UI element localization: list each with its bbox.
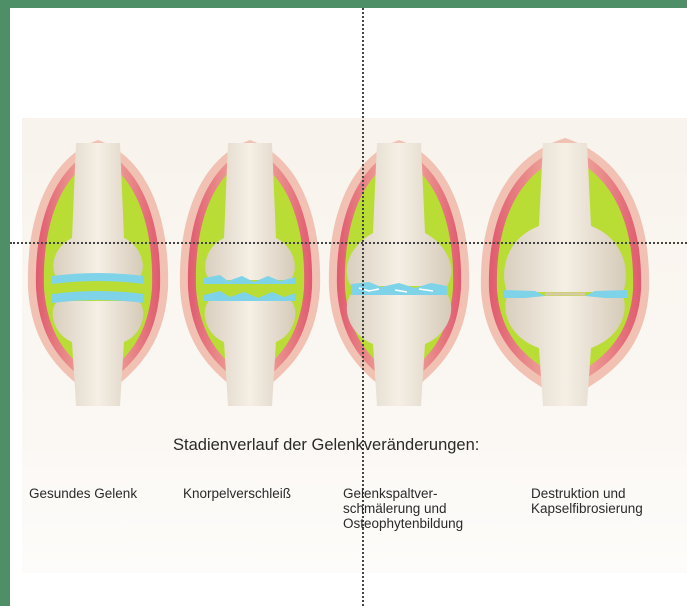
diagram-title: Stadienverlauf der Gelenkveränderungen: bbox=[173, 436, 479, 455]
stage-label-healthy: Gesundes Gelenk bbox=[29, 486, 137, 501]
dotted-guide-horizontal bbox=[10, 242, 687, 244]
joint-space-narrowing-joint-icon bbox=[329, 140, 469, 406]
stage-label-joint-space-narrowing: Gelenkspaltver- schmälerung und Osteophy… bbox=[343, 486, 463, 531]
healthy-joint-icon bbox=[28, 140, 168, 406]
diagram-frame: Stadienverlauf der Gelenkveränderungen: … bbox=[10, 8, 687, 606]
stage-label-cartilage-wear: Knorpelverschleiß bbox=[183, 486, 291, 501]
stage-label-destruction: Destruktion und Kapselfibrosierung bbox=[531, 486, 643, 516]
cartilage-wear-joint-icon bbox=[180, 140, 320, 406]
destruction-fibrosis-joint-icon bbox=[481, 138, 649, 406]
